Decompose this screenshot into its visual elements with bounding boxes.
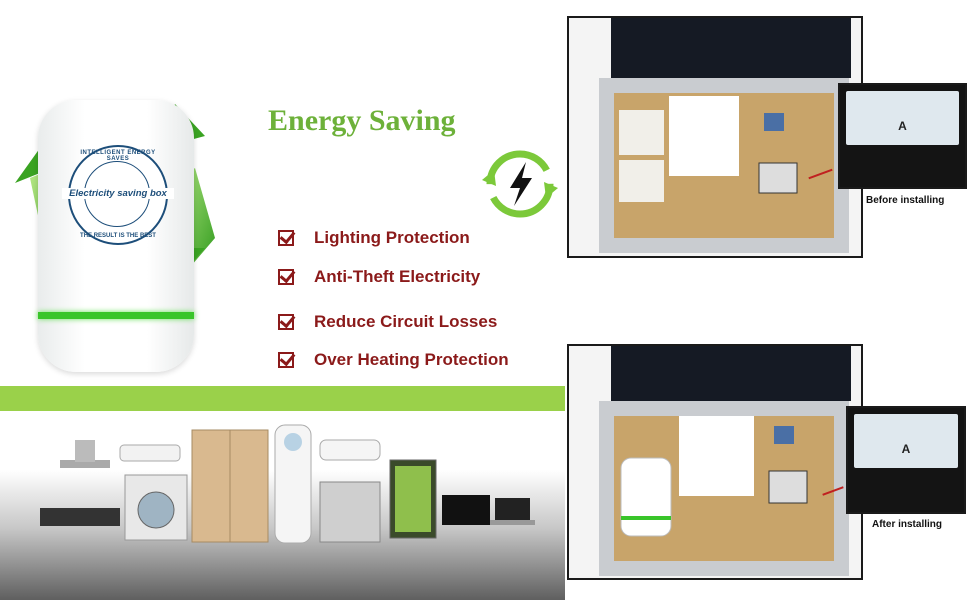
seal-label: Electricity saving box	[62, 188, 174, 199]
feature-label: Anti-Theft Electricity	[314, 267, 481, 286]
product-seal: INTELLIGENT ENERGY SAVES Electricity sav…	[62, 145, 174, 245]
feature-item: Lighting Protection	[278, 228, 470, 248]
headline: Energy Saving	[268, 104, 456, 137]
led-indicator-strip	[38, 312, 194, 319]
feature-item: Anti-Theft Electricity	[278, 267, 480, 287]
meter-unit: A	[901, 442, 911, 456]
check-box-icon	[278, 352, 294, 368]
feature-label: Over Heating Protection	[314, 350, 509, 369]
feature-item: Over Heating Protection	[278, 350, 509, 370]
check-box-icon	[278, 314, 294, 330]
check-box-icon	[278, 230, 294, 246]
seal-bottom-text: THE RESULT IS THE BEST	[80, 233, 156, 239]
home-appliances-illustration	[40, 424, 535, 544]
check-box-icon	[278, 269, 294, 285]
before-caption: Before installing	[866, 195, 945, 206]
after-photo-panel	[567, 344, 863, 580]
lightning-bolt-icon	[482, 150, 558, 218]
after-caption: After installing	[872, 519, 943, 530]
green-divider-band	[0, 386, 565, 411]
before-meter: A	[838, 83, 967, 189]
feature-item: Reduce Circuit Losses	[278, 312, 497, 332]
feature-label: Lighting Protection	[314, 228, 470, 247]
briefcase-demo-image	[599, 18, 851, 253]
meter-unit: A	[898, 119, 907, 133]
feature-label: Reduce Circuit Losses	[314, 312, 498, 331]
before-photo-panel	[567, 16, 863, 258]
after-meter: A	[846, 406, 966, 514]
seal-top-text: INTELLIGENT ENERGY SAVES	[80, 150, 156, 162]
briefcase-demo-image	[599, 346, 851, 576]
